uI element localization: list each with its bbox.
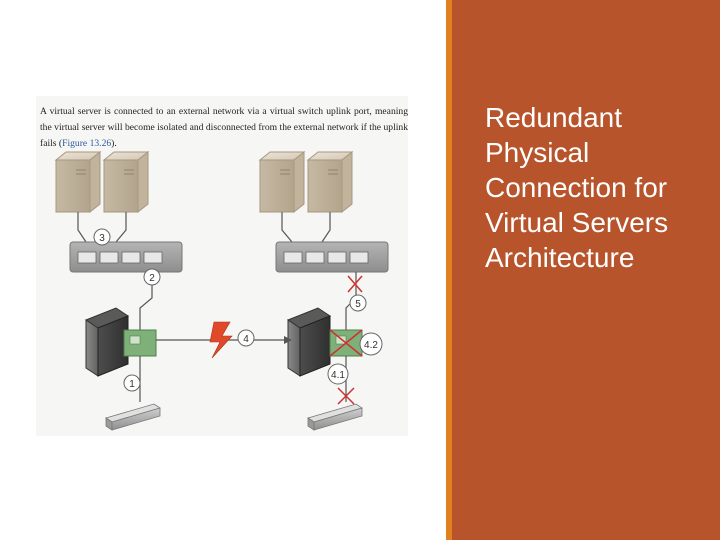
vm-link [321,212,331,243]
virtual-server-icon [102,150,150,214]
vm-link [281,212,293,243]
title-panel [452,0,720,540]
vm-link [77,212,87,243]
virtual-server-icon [54,150,102,214]
physical-nic-icon [123,329,157,357]
physical-host-icon [286,307,332,377]
slide-title: Redundant Physical Connection for Virtua… [485,100,710,275]
title-line: Architecture [485,242,635,273]
physical-switch-icon [307,403,363,431]
accent-divider [446,0,452,540]
lightning-bolt-icon [209,321,233,359]
callout-3: 3 [93,228,111,246]
callout-label: 3 [99,233,105,244]
title-line: Connection for [485,172,668,203]
failure-x-icon [337,387,355,405]
title-line: Physical [485,137,590,168]
callout-label: 4 [243,334,249,345]
network-diagram: 3 2 4 1 5 4.2 4.1 [54,150,389,431]
virtual-server-icon [306,150,354,214]
callout-4: 4 [237,329,255,347]
callout-label: 1 [129,379,135,390]
figure-caption: A virtual server is connected to an exte… [40,104,408,152]
title-line: Virtual Servers [485,207,669,238]
callout-4-2: 4.2 [359,332,383,356]
virtual-switch-icon [69,241,183,273]
callout-4-1: 4.1 [327,363,349,385]
physical-host-icon [84,307,130,377]
virtual-server-icon [258,150,306,214]
callout-label: 5 [355,299,361,310]
callout-5: 5 [349,294,367,312]
callout-label: 4.1 [331,370,345,381]
callout-1: 1 [123,374,141,392]
virtual-switch-icon [275,241,389,273]
callout-label: 2 [149,273,155,284]
callout-2: 2 [143,268,161,286]
title-line: Redundant [485,102,623,133]
physical-switch-icon [105,403,161,431]
caption-end: ). [111,138,117,149]
arrow-head-icon [284,336,292,344]
caption-text: A virtual server is connected to an exte… [40,106,408,149]
vm-link [115,212,127,243]
callout-label: 4.2 [364,340,378,351]
figure-reference-link[interactable]: Figure 13.26 [62,138,112,149]
failure-x-icon [329,329,363,357]
failure-x-icon [347,275,363,293]
